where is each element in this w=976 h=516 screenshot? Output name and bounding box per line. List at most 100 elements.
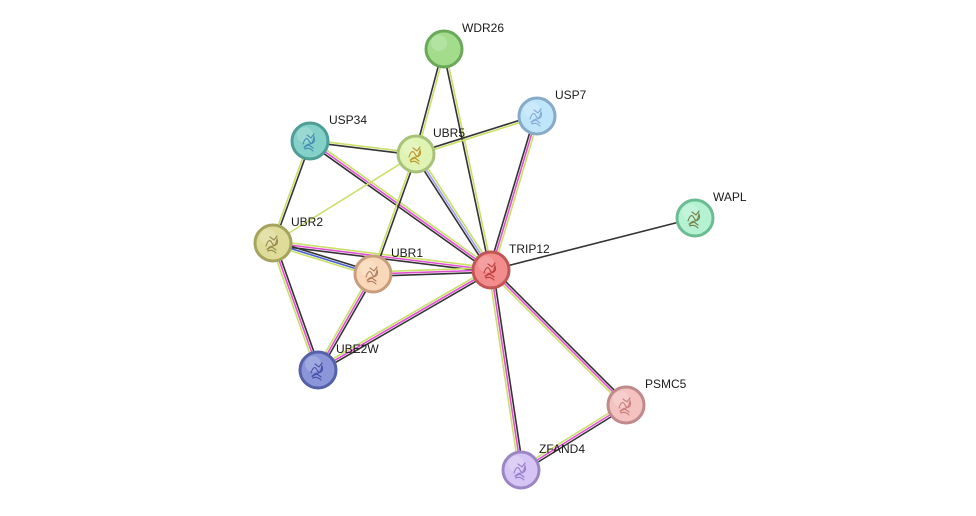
edge-strand [270, 242, 317, 372]
node-circle[interactable] [290, 121, 330, 161]
node-usp7[interactable]: USP7 [517, 88, 587, 136]
node-label: USP34 [329, 113, 367, 127]
node-circle[interactable] [396, 134, 436, 174]
protein-structure-icon [310, 362, 324, 381]
edge-strand [373, 153, 418, 276]
edge-strand [492, 115, 540, 272]
edge-trip12-ube2w [316, 267, 493, 373]
edge-strand [309, 140, 492, 271]
edge-strand [488, 270, 626, 408]
edge-strand [417, 152, 494, 270]
node-highlight [403, 140, 419, 156]
node-usp34[interactable]: USP34 [290, 113, 367, 161]
edge-trip12-wapl [490, 217, 696, 271]
edge-strand [307, 141, 491, 273]
edge-trip12-usp7 [488, 114, 540, 272]
node-label: WDR26 [462, 21, 504, 35]
edge-strand [316, 267, 491, 369]
node-ubr2[interactable]: UBR2 [253, 215, 323, 263]
edge-strand [442, 48, 491, 272]
node-circle[interactable] [253, 223, 293, 263]
edge-strand [490, 269, 522, 471]
protein-structure-icon [365, 266, 379, 285]
node-highlight [508, 456, 524, 472]
node-highlight [613, 391, 629, 407]
edge-strand [272, 240, 493, 269]
node-wapl[interactable]: WAPL [675, 190, 747, 238]
node-wdr26[interactable]: WDR26 [424, 21, 504, 69]
node-highlight [478, 256, 494, 272]
edge-strand [310, 138, 494, 270]
edge-strand [519, 402, 626, 469]
node-zfand4[interactable]: ZFAND4 [501, 442, 585, 490]
edge-strand [488, 269, 520, 472]
node-trip12[interactable]: TRIP12 [471, 242, 550, 290]
edge-psmc5-zfand4 [519, 402, 628, 473]
protein-structure-icon [618, 397, 632, 416]
edge-trip12-usp34 [307, 138, 494, 273]
edge-strand [492, 268, 524, 471]
node-circle[interactable] [606, 385, 646, 425]
node-label: UBR5 [433, 126, 465, 140]
edge-strand [415, 116, 539, 156]
node-ubr5[interactable]: UBR5 [396, 126, 465, 174]
node-highlight [360, 260, 376, 276]
node-label: PSMC5 [645, 377, 687, 391]
node-ubr1[interactable]: UBR1 [353, 246, 423, 294]
protein-structure-icon [302, 133, 316, 152]
edge-ubr2-ube2w [270, 241, 321, 372]
edge-strand [372, 269, 492, 275]
edge-strand [521, 406, 628, 473]
edge-ubr5-ubr2 [272, 153, 417, 244]
edge-ubr5-usp7 [414, 114, 539, 156]
node-psmc5[interactable]: PSMC5 [606, 377, 687, 425]
node-label: WAPL [713, 190, 747, 204]
edge-trip12-ubr5 [413, 152, 494, 272]
protein-structure-icon [408, 146, 422, 165]
edge-strand [318, 271, 493, 373]
edge-strand [520, 404, 627, 471]
edge-strand [490, 217, 696, 271]
node-circle[interactable] [501, 450, 541, 490]
protein-structure-icon [513, 462, 527, 481]
edge-trip12-wdr26 [442, 47, 493, 272]
node-circle[interactable] [471, 250, 511, 290]
node-ube2w[interactable]: UBE2W [298, 342, 379, 390]
edge-strand [490, 269, 627, 406]
edge-strand [414, 114, 538, 154]
edge-strand [272, 242, 319, 371]
edge-strand [272, 153, 417, 244]
edge-strand [372, 267, 492, 273]
edge-strand [413, 154, 490, 272]
node-highlight [431, 35, 447, 51]
edge-strand [274, 241, 321, 371]
node-circle[interactable] [353, 254, 393, 294]
node-highlight [305, 356, 321, 372]
node-circle[interactable] [298, 350, 338, 390]
node-label: TRIP12 [509, 242, 550, 256]
node-label: UBR2 [291, 215, 323, 229]
edge-trip12-zfand4 [488, 268, 524, 472]
protein-structure-icon [529, 108, 543, 127]
edge-strand [372, 271, 492, 277]
node-label: UBE2W [336, 342, 379, 356]
edge-strand [317, 269, 492, 371]
node-highlight [682, 204, 698, 220]
node-circle[interactable] [675, 198, 715, 238]
node-label: USP7 [555, 88, 587, 102]
edge-strand [491, 267, 629, 405]
node-circle[interactable] [424, 29, 464, 69]
node-highlight [297, 127, 313, 143]
protein-structure-icon [687, 210, 701, 229]
protein-structure-icon [265, 235, 279, 254]
node-circle[interactable] [517, 96, 557, 136]
edge-trip12-psmc5 [488, 267, 629, 408]
edge-strand [488, 114, 536, 271]
node-label: ZFAND4 [539, 442, 585, 456]
edge-strand [371, 152, 416, 275]
edge-trip12-ubr1 [372, 267, 492, 277]
edge-ubr5-ubr1 [371, 152, 418, 276]
edge-strand [490, 115, 538, 271]
